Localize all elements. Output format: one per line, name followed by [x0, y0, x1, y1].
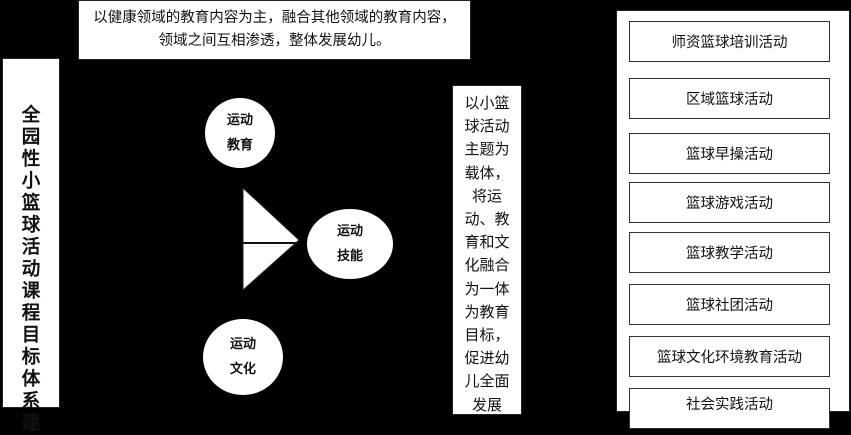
curriculum-title-char: 园 [21, 127, 41, 148]
curriculum-title-char: 建 [21, 413, 41, 434]
triangle-diagram [242, 186, 300, 292]
top-note-box: 以健康领域的教育内容为主，融合其他领域的教育内容，领域之间互相渗透，整体发展幼儿… [78, 0, 471, 60]
circle-label: 运动 [336, 224, 363, 239]
curriculum-title-char: 篮 [21, 193, 41, 214]
circle-label: 文化 [229, 362, 256, 377]
activity-item: 篮球文化环境教育活动 [629, 336, 830, 377]
curriculum-title-char: 动 [21, 259, 41, 280]
curriculum-title-char: 小 [21, 171, 41, 192]
activities-panel: 师资篮球培训活动 区域篮球活动 篮球早操活动 篮球游戏活动 篮球教学活动 篮球社… [616, 10, 850, 429]
curriculum-title-char: 体 [21, 369, 41, 390]
circle-label: 技能 [336, 249, 363, 264]
circle-sport-culture: 运动 文化 [203, 319, 283, 395]
activity-label: 篮球游戏活动 [686, 196, 773, 212]
activity-item: 社会实践活动 [629, 388, 830, 429]
goal-description-text: 以小篮球活动主题为载体，将运动、教育和文化融合为一体为教育目标，促进幼儿全面发展 [464, 94, 510, 414]
activity-label: 篮球文化环境教育活动 [657, 350, 802, 366]
circle-sport-skill: 运动 技能 [307, 209, 393, 279]
activity-label: 社会实践活动 [686, 397, 773, 413]
activity-item: 区域篮球活动 [629, 78, 830, 119]
curriculum-title-char: 程 [21, 303, 41, 324]
activity-label: 师资篮球培训活动 [671, 35, 788, 51]
activity-label: 篮球社团活动 [686, 298, 773, 314]
top-note-text: 以健康领域的教育内容为主，融合其他领域的教育内容，领域之间互相渗透，整体发展幼儿… [93, 10, 456, 49]
curriculum-title-char: 标 [21, 347, 41, 368]
curriculum-title-char: 全 [21, 105, 41, 126]
curriculum-title-char: 目 [21, 325, 41, 346]
activity-item: 篮球教学活动 [629, 232, 830, 273]
activity-label: 篮球早操活动 [686, 147, 773, 163]
curriculum-title-char: 球 [21, 215, 41, 236]
activity-label: 区域篮球活动 [686, 92, 773, 108]
activity-item: 篮球早操活动 [629, 133, 830, 174]
curriculum-title-box: 全园性小篮球活动课程目标体系建 [2, 58, 60, 434]
activity-item: 篮球游戏活动 [629, 182, 830, 223]
activity-item: 师资篮球培训活动 [629, 21, 830, 62]
curriculum-title-char: 性 [21, 149, 41, 170]
goal-description-box: 以小篮球活动主题为载体，将运动、教育和文化融合为一体为教育目标，促进幼儿全面发展 [452, 85, 522, 415]
curriculum-title-char: 活 [21, 237, 41, 258]
curriculum-title-char: 课 [21, 281, 41, 302]
circle-label: 运动 [229, 337, 256, 352]
circle-sport-education: 运动 教育 [205, 98, 275, 168]
activity-item: 篮球社团活动 [629, 284, 830, 325]
circle-label: 运动 [226, 113, 253, 128]
triangle-shape [242, 186, 300, 292]
circle-label: 教育 [226, 138, 253, 153]
activity-label: 篮球教学活动 [686, 246, 773, 262]
